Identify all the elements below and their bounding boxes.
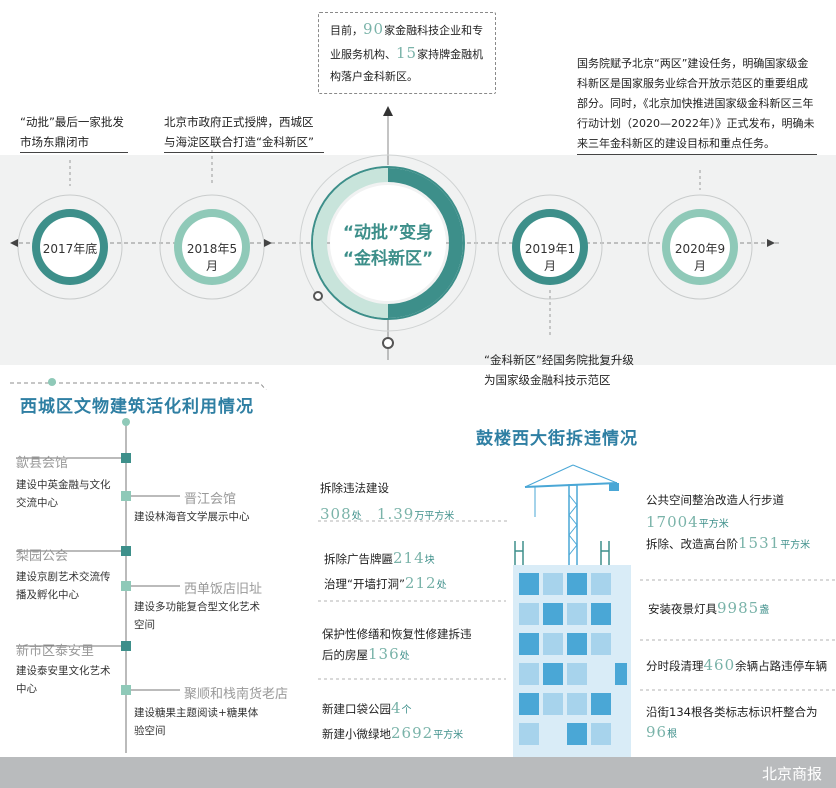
gulou-left-1: 拆除违法建设 308处 1.39万平方米: [320, 481, 455, 523]
timeline-graphic: [0, 106, 836, 390]
gulou-right-4: 沿街134根各类标志标识杆整合为 96根: [646, 705, 818, 741]
node-label-2017: 2017年底: [42, 242, 98, 256]
site-desc-2: 建设林海音文学展示中心: [134, 511, 250, 523]
gulou-right-1: 公共空间整治改造人行步道 17004平方米 拆除、改造高台阶1531平方米: [646, 493, 811, 552]
top-note: 目前，90家金融科技企业和专业服务机构、15家持牌金融机构落户金科新区。: [330, 20, 484, 83]
gulou-left-3: 保护性修缮和恢复性修建拆违后的房屋136处: [322, 627, 472, 663]
site-name-3: 梨园公会: [16, 549, 69, 564]
gulou-dividers: [318, 520, 836, 691]
xicheng-tree: [16, 418, 180, 753]
site-desc-6: 建设糖果主题阅读+糖果体验空间: [134, 707, 259, 737]
brand-label: 北京商报: [761, 765, 822, 783]
site-desc-3: 建设京剧艺术交流传播及孵化中心: [16, 571, 111, 601]
gulou-left-2: 拆除广告牌匾214块 治理“开墙打洞”212处: [324, 549, 447, 592]
footer-bar: 北京商报: [0, 757, 836, 788]
gulou-right-3: 分时段清理460余辆占路违停车辆: [646, 656, 828, 674]
caption-2019: “金科新区”经国务院批复升级为国家级金融科技示范区: [484, 353, 634, 387]
xicheng-title: 西城区文物建筑活化利用情况: [20, 397, 254, 417]
node-label-2018: 2018年5月: [186, 242, 238, 273]
site-desc-4: 建设多功能复合型文化艺术空间: [134, 601, 260, 631]
site-desc-1: 建设中英金融与文化交流中心: [16, 479, 111, 509]
caption-2017: “动批”最后一家批发市场东鼎闭市: [20, 112, 128, 153]
building-illustration: [513, 464, 631, 757]
top-note-box: [318, 12, 496, 94]
site-name-6: 聚顺和栈南货老店: [184, 687, 289, 702]
gulou-right-2: 安装夜景灯具9985盏: [648, 599, 770, 617]
caption-2020: 国务院赋予北京“两区”建设任务，明确国家级金科新区是国家服务业综合开放示范区的重…: [577, 54, 817, 155]
node-label-2020: 2020年9月: [674, 242, 726, 273]
center-title: “动批”变身 “金科新区”: [342, 223, 434, 269]
gulou-title: 鼓楼西大街拆违情况: [476, 429, 638, 449]
site-name-1: 歙县会馆: [16, 456, 69, 471]
site-name-4: 西单饭店旧址: [184, 582, 263, 597]
site-name-2: 晋江会馆: [184, 492, 237, 507]
site-desc-5: 建设泰安里文化艺术中心: [16, 665, 111, 695]
caption-2018: 北京市政府正式授牌，西城区与海淀区联合打造“金科新区”: [164, 112, 324, 153]
gulou-left-4: 新建口袋公园4个 新建小微绿地2692平方米: [322, 699, 464, 742]
site-name-5: 新市区泰安里: [16, 644, 95, 659]
node-label-2019: 2019年1月: [524, 242, 576, 273]
